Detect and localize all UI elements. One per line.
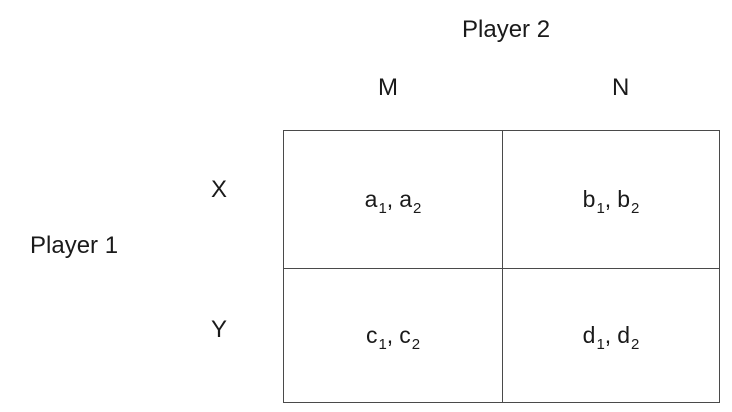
payoff-player2-subscript: 2 <box>411 336 421 353</box>
payoff-player1-subscript: 1 <box>596 336 605 353</box>
column-label-n: N <box>612 74 630 101</box>
payoff-player2-base: d <box>617 322 630 348</box>
payoff-separator: , <box>604 186 612 212</box>
payoff-player2-base: b <box>617 186 630 212</box>
player-2-label: Player 2 <box>462 16 551 43</box>
payoff-player2-subscript: 2 <box>630 336 640 353</box>
payoff-player2-base: a <box>399 186 412 212</box>
player-1-label: Player 1 <box>30 232 119 259</box>
payoff-player2-subscript: 2 <box>412 200 422 217</box>
payoff-player1-base: b <box>582 186 596 212</box>
column-label-m: M <box>378 74 398 101</box>
payoff-player2-subscript: 2 <box>630 200 640 217</box>
payoff-player1-base: a <box>364 186 378 212</box>
payoff-player1-subscript: 1 <box>596 200 605 217</box>
payoff-separator: , <box>386 322 394 348</box>
payoff-player1-subscript: 1 <box>378 336 387 353</box>
payoff-separator: , <box>604 322 612 348</box>
payoff-player1-base: d <box>582 322 596 348</box>
payoff-separator: , <box>386 186 394 212</box>
payoff-player2-base: c <box>399 322 411 348</box>
row-label-y: Y <box>211 316 228 343</box>
row-label-x: X <box>211 176 228 203</box>
payoff-player1-base: c <box>365 322 378 348</box>
payoff-player1-subscript: 1 <box>378 200 387 217</box>
